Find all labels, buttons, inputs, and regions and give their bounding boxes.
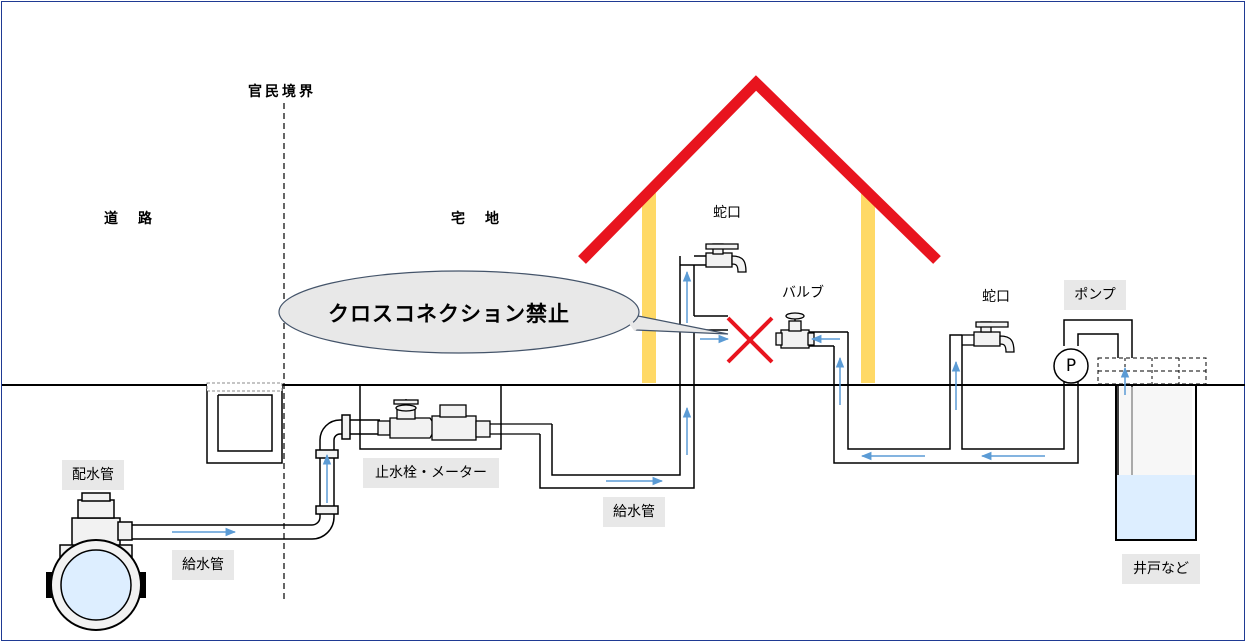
stopcock-meter-assembly xyxy=(377,399,552,441)
pump-symbol-label: P xyxy=(1065,356,1077,376)
distribution-main-label: 配水管 xyxy=(62,460,124,490)
house-wall-left xyxy=(642,193,656,383)
cross-connection-pipe xyxy=(808,331,1079,464)
service-pipe-mid-label: 給水管 xyxy=(603,497,665,527)
distribution-main-pipe xyxy=(46,492,146,631)
cross-mark-icon xyxy=(726,316,774,364)
road-label: 道 路 xyxy=(104,211,155,227)
faucet-icon xyxy=(705,243,747,273)
house-roof xyxy=(578,75,941,264)
valve-icon xyxy=(775,312,815,349)
faucet-right-label: 蛇口 xyxy=(982,289,1010,305)
pump-label: ポンプ xyxy=(1064,280,1126,310)
service-pipe-left-label: 給水管 xyxy=(172,550,234,580)
well xyxy=(1097,357,1207,541)
house-wall-right xyxy=(861,193,875,383)
faucet-upper-label: 蛇口 xyxy=(713,205,741,221)
valve-label: バルブ xyxy=(782,285,824,301)
residential-label: 宅 地 xyxy=(451,211,502,227)
pump-icon xyxy=(1053,348,1089,384)
well-label: 井戸など xyxy=(1122,554,1200,584)
stopcock-meter-label: 止水栓・メーター xyxy=(363,458,499,488)
callout-bubble xyxy=(278,270,729,354)
road-meter-box xyxy=(206,382,283,464)
callout-text: クロスコネクション禁止 xyxy=(328,302,570,326)
flow-arrows xyxy=(172,270,1130,537)
meter-box xyxy=(359,384,502,450)
boundary-label: 官民境界 xyxy=(248,84,316,100)
service-pipe-left xyxy=(132,414,380,540)
faucet-icon xyxy=(962,321,1015,353)
